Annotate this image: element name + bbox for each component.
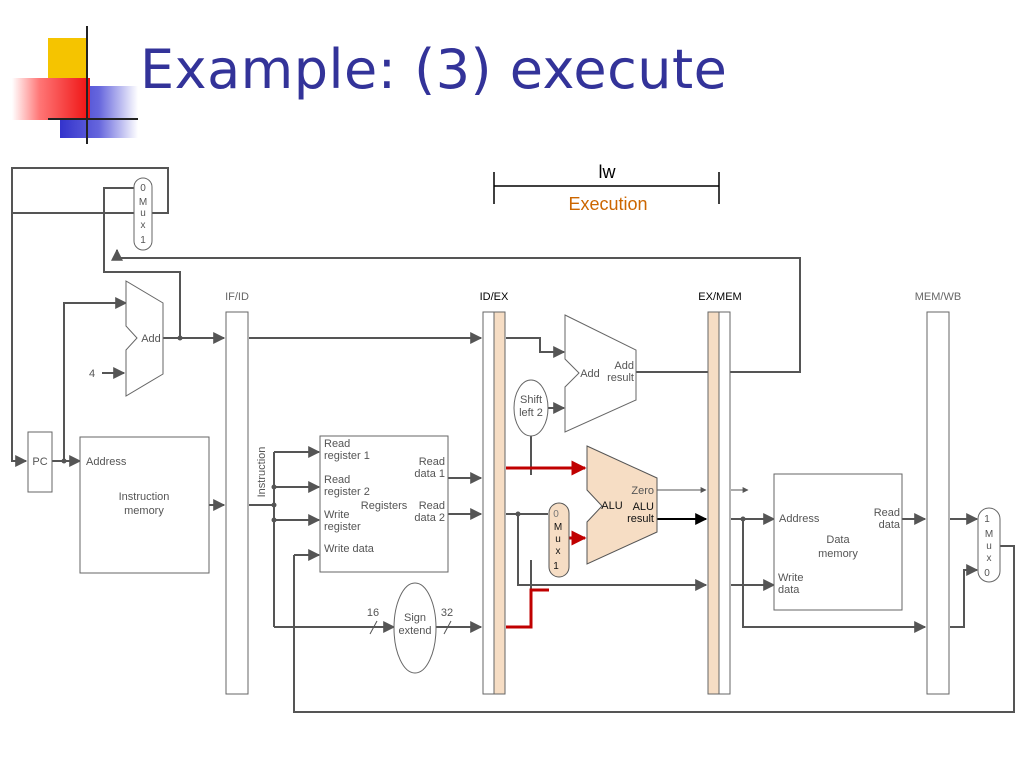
sign-extend-in-bits: 16 [367, 607, 379, 619]
instruction-label: lw [599, 162, 617, 182]
stage-label-if-id: IF/ID [225, 291, 249, 303]
wb-mux-x: x [987, 553, 992, 564]
dmem-write-data: Write data [778, 572, 804, 596]
reg-write-register: Write register [324, 509, 361, 533]
dmem-readdata-box: Read data [873, 507, 900, 531]
alu-name: ALU [601, 500, 622, 512]
reg-writedata-box: Write data [324, 543, 374, 555]
reg-read-data-1: Read data 1 [414, 456, 445, 480]
execution-span [493, 172, 720, 204]
wb-mux-top: 1 [984, 514, 990, 525]
pc-mux-m: M [139, 197, 147, 208]
reg-read-register-1: Read register 1 [324, 438, 370, 462]
alu-mux-m: M [554, 522, 562, 533]
register-file [319, 435, 449, 573]
alu-result-box: ALU result [627, 501, 654, 525]
alu-src-mux [548, 502, 570, 578]
dmem-read-data: Read data [873, 507, 900, 531]
imem-address-label: Address [86, 456, 127, 468]
pc-mux-bottom: 1 [140, 235, 146, 246]
branch-adder-label: Add [580, 368, 600, 380]
wb-mux-u: u [986, 541, 992, 552]
pc-mux-labels: 0 M u x 1 [139, 183, 147, 246]
sign-extend-unit [393, 582, 437, 674]
stage-label-ex-mem: EX/MEM [698, 291, 741, 303]
branch-adder-result: Add result [607, 360, 634, 384]
shift-left-label-box: Shift left 2 [519, 394, 543, 419]
sign-extend-label: Sign extend [398, 612, 432, 637]
if-id-register [225, 311, 249, 695]
pc-adder-label: Add [141, 333, 161, 345]
id-ex-active-band [493, 311, 506, 695]
phase-label: Execution [568, 194, 647, 214]
ex-mem-active-band [707, 311, 720, 695]
reg-read1-box: Read register 1 [324, 438, 370, 462]
alu-mux-bottom: 1 [553, 561, 559, 572]
wb-mux-bottom: 0 [984, 568, 990, 579]
instruction-memory [79, 436, 210, 574]
wb-mux-labels: 1 M u x 0 [984, 514, 993, 579]
active-wires [506, 460, 587, 629]
dmem-name-box: Data memory [818, 534, 858, 560]
reg-out1-box: Read data 1 [414, 456, 445, 480]
alu-unit [586, 445, 658, 565]
mem-wb-register [926, 311, 950, 695]
branch-adder [564, 314, 637, 433]
stage-label-id-ex: ID/EX [480, 291, 509, 303]
alu-mux-top: 0 [553, 509, 559, 520]
sign-extend-out-bits: 32 [441, 607, 453, 619]
instruction-label-vertical: Instruction [256, 447, 268, 498]
stage-label-mem-wb: MEM/WB [915, 291, 961, 303]
reg-out2-box: Read data 2 [414, 500, 445, 524]
pc-mux-top: 0 [140, 183, 146, 194]
reg-write-box: Write register [324, 509, 361, 533]
dmem-name: Data memory [818, 534, 858, 560]
shift-left-label: Shift left 2 [519, 394, 543, 419]
slide-logo [0, 0, 150, 150]
slide-title: Example: (3) execute [140, 38, 728, 101]
alu-mux-u: u [555, 534, 561, 545]
alu-mux-labels: 0 M u x 1 [553, 509, 562, 572]
reg-read-data-2: Read data 2 [414, 500, 445, 524]
reg-write-data: Write data [324, 543, 374, 555]
reg-read-register-2: Read register 2 [324, 474, 370, 498]
registers-name: Registers [361, 500, 408, 512]
alu-result-label: ALU result [627, 501, 654, 525]
pc-mux [133, 177, 153, 251]
imem-name-box: Instruction memory [118, 491, 170, 517]
pc-mux-u: u [140, 208, 146, 219]
pc-adder [125, 280, 164, 397]
wb-mux [977, 507, 1001, 583]
wb-mux-m: M [985, 529, 993, 540]
dmem-writedata-box: Write data [778, 572, 804, 596]
pc-adder-constant: 4 [89, 368, 95, 380]
pc-label: PC [32, 456, 47, 468]
reg-read2-box: Read register 2 [324, 474, 370, 498]
alu-mux-x: x [556, 546, 561, 557]
dmem-address-label: Address [779, 513, 820, 525]
alu-zero-label: Zero [631, 485, 654, 497]
imem-name: Instruction memory [118, 491, 170, 517]
shift-left-2-unit [513, 379, 549, 437]
data-memory [773, 473, 903, 611]
pc-register [27, 431, 53, 493]
pc-mux-x: x [141, 220, 146, 231]
sign-extend-label-box: Sign extend [398, 612, 432, 637]
branch-adder-result-box: Add result [607, 360, 634, 384]
datapath-wires [11, 167, 1015, 713]
